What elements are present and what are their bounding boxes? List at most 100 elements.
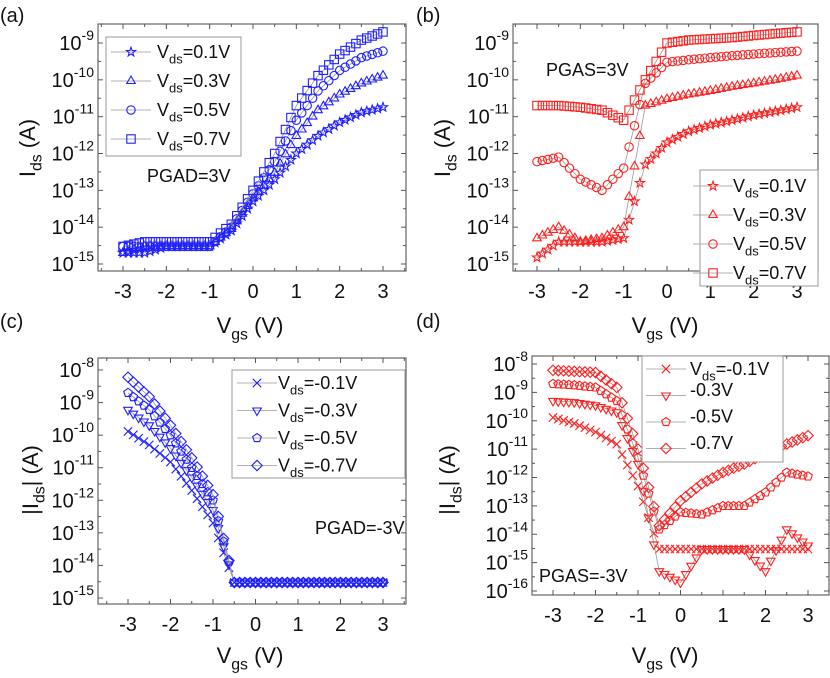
circle-marker	[532, 156, 542, 167]
square-marker	[689, 35, 699, 45]
y-tick-base: 10	[467, 70, 489, 92]
y-tick-base: 10	[468, 107, 490, 129]
legend-label-main: V	[278, 373, 290, 393]
legend-label: Vds=0.3V	[157, 71, 230, 95]
x-tick-label: 2	[335, 614, 346, 636]
circle-marker	[618, 163, 629, 173]
pentagon-marker	[558, 379, 569, 389]
legend-label: Vds=0.3V	[733, 205, 806, 229]
y-tick-base: 10	[493, 354, 515, 376]
square-marker	[570, 102, 580, 112]
y-tick-base: 10	[52, 144, 74, 166]
x-tick-label: -2	[157, 281, 175, 303]
circle-marker	[291, 115, 302, 125]
x-tick-label: 3	[377, 281, 388, 303]
circle-marker	[372, 48, 383, 58]
diamond-marker	[589, 366, 602, 379]
circle-marker	[705, 52, 716, 63]
pentagon-marker	[755, 490, 766, 500]
diamond-marker	[605, 377, 618, 390]
circle-marker	[624, 142, 634, 152]
circle-marker	[564, 163, 575, 173]
panel-label: (a)	[0, 5, 24, 27]
pentagon-marker	[553, 379, 564, 389]
star-marker	[720, 114, 733, 127]
x-axis-label: Vgs (V)	[632, 643, 699, 673]
square-marker	[167, 237, 177, 247]
circle-marker	[602, 180, 613, 190]
y-axis-label-rest: | (A)	[435, 445, 460, 486]
pentagon-marker	[664, 515, 675, 525]
square-marker	[673, 36, 683, 47]
annotation: PGAD=3V	[147, 166, 231, 186]
square-marker	[580, 103, 591, 113]
legend-label-sub: ds	[169, 80, 183, 95]
y-tick-label: 10-15	[52, 248, 95, 276]
pentagon-marker	[564, 379, 574, 389]
y-tick-exponent: -12	[74, 484, 94, 500]
square-marker	[710, 33, 721, 44]
x-marker	[139, 436, 149, 447]
y-axis-label: |Ids| (A)	[18, 445, 49, 515]
diamond-marker	[637, 462, 650, 475]
legend-label: Vds=0.7V	[157, 129, 230, 153]
legend-box	[699, 169, 819, 287]
x-marker	[144, 440, 154, 450]
diamond-marker	[791, 433, 804, 446]
star-marker	[706, 179, 720, 192]
circle-marker	[743, 49, 753, 60]
y-axis-label-group: Ids (A)	[15, 119, 46, 177]
circle-marker	[727, 51, 737, 61]
x-marker	[590, 427, 601, 437]
y-tick-base: 10	[474, 33, 496, 55]
legend-item: Vds=-0.5V	[237, 428, 357, 452]
pentagon-marker	[192, 470, 202, 481]
y-tick-label: 10-12	[486, 462, 529, 490]
pentagon-marker	[696, 509, 707, 519]
triangle-down-marker	[616, 422, 628, 432]
square-marker	[591, 104, 602, 115]
star-marker	[731, 112, 744, 125]
series-line	[552, 383, 809, 530]
circle-marker	[307, 93, 318, 104]
circle-marker	[570, 168, 580, 179]
square-marker	[629, 95, 640, 105]
legend-label-main: V	[278, 456, 290, 476]
y-tick-base: 10	[52, 425, 74, 447]
x-tick-label: 1	[292, 614, 303, 636]
y-tick-exponent: -12	[74, 138, 94, 154]
circle-marker	[683, 55, 694, 65]
x-marker	[628, 470, 638, 481]
diamond-marker	[222, 554, 235, 567]
square-marker	[559, 101, 569, 111]
square-marker	[618, 115, 629, 125]
circle-marker	[738, 50, 748, 60]
diamond-marker	[355, 576, 368, 589]
y-tick-exponent: -15	[74, 582, 94, 598]
x-axis-label-main: V	[632, 313, 647, 338]
circle-marker	[708, 239, 718, 249]
diamond-marker	[323, 576, 336, 589]
pentagon-marker	[744, 497, 755, 507]
diamond-marker	[175, 435, 188, 448]
triangle-marker	[791, 69, 803, 79]
triangle-down-marker	[680, 571, 692, 581]
circle-marker	[700, 53, 710, 63]
x-marker	[123, 426, 133, 437]
circle-marker	[302, 100, 312, 111]
square-marker	[378, 27, 388, 37]
legend-item: Vds=0.7V	[693, 263, 806, 287]
diamond-marker	[164, 419, 177, 432]
x-tick-label: -2	[571, 281, 589, 303]
square-marker	[575, 102, 586, 113]
star-marker	[785, 101, 798, 114]
triangle-down-marker	[685, 562, 697, 572]
triangle-down-marker	[170, 452, 182, 462]
pentagon-marker	[760, 487, 771, 497]
triangle-down-marker	[659, 570, 670, 581]
triangle-down-marker	[770, 547, 782, 557]
diamond-marker	[180, 443, 193, 456]
y-tick-exponent: -12	[489, 138, 509, 154]
legend-label-rest: -0.5V	[690, 407, 733, 427]
